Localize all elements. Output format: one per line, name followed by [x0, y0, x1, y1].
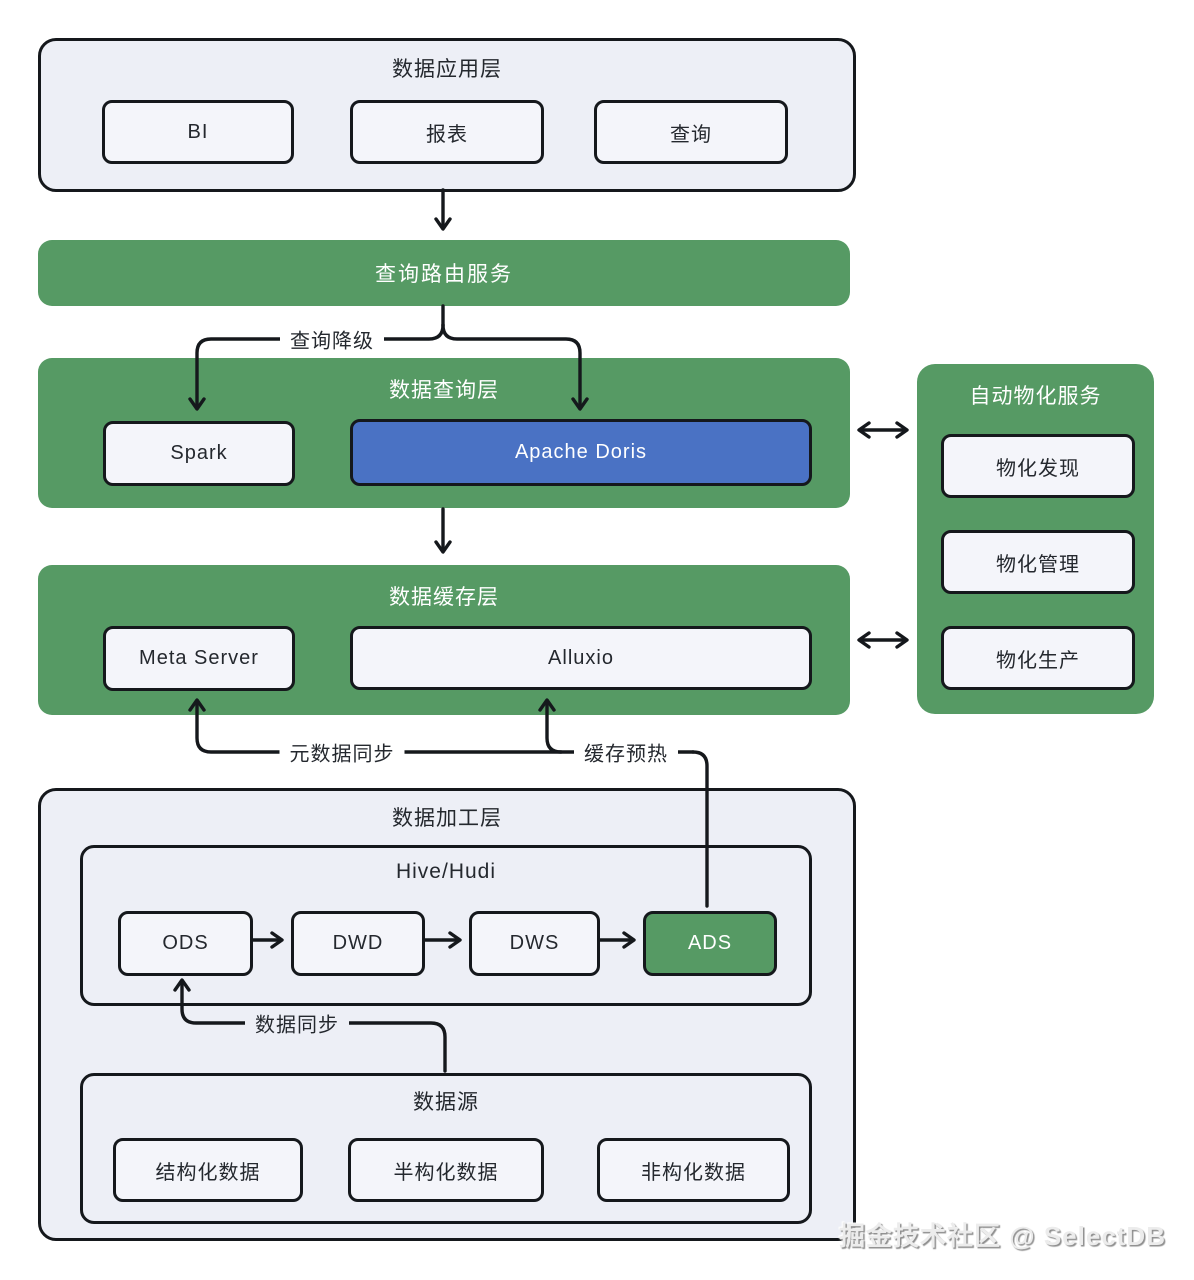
cache-layer-title: 数据缓存层	[389, 586, 499, 609]
processing-layer-title: 数据加工层	[392, 807, 502, 830]
alluxio-box: Alluxio	[350, 626, 812, 690]
processing-layer-panel: 数据加工层 Hive/Hudi ODS DWD DWS ADS 数据源 结构化数…	[38, 788, 856, 1241]
query-layer-title: 数据查询层	[389, 379, 499, 402]
dwd-box: DWD	[291, 911, 425, 976]
app-layer-panel: 数据应用层 BI 报表 查询	[38, 38, 856, 192]
report-box: 报表	[350, 100, 544, 164]
meta-server-box: Meta Server	[103, 626, 295, 691]
label-metadata-sync: 元数据同步	[279, 735, 405, 769]
materialization-panel-title: 自动物化服务	[969, 385, 1102, 408]
label-cache-preheat: 缓存预热	[574, 735, 678, 769]
cache-layer-panel: 数据缓存层 Meta Server Alluxio	[38, 565, 850, 715]
mat-production-box: 物化生产	[941, 626, 1135, 690]
watermark-text: 掘金技术社区 @ SelectDB	[839, 1221, 1166, 1251]
query-box: 查询	[594, 100, 788, 164]
ads-box: ADS	[643, 911, 777, 976]
hive-hudi-title: Hive/Hudi	[395, 860, 497, 883]
label-query-downgrade: 查询降级	[280, 322, 384, 356]
app-layer-title: 数据应用层	[392, 58, 502, 81]
bi-box: BI	[102, 100, 294, 164]
apache-doris-box: Apache Doris	[350, 419, 812, 486]
routing-service-bar: 查询路由服务	[38, 240, 850, 306]
datasource-title: 数据源	[413, 1091, 479, 1114]
structured-data-box: 结构化数据	[113, 1138, 303, 1202]
dws-box: DWS	[469, 911, 600, 976]
datasource-panel: 数据源 结构化数据 半构化数据 非构化数据	[80, 1073, 812, 1224]
mat-management-box: 物化管理	[941, 530, 1135, 594]
ods-box: ODS	[118, 911, 253, 976]
hive-hudi-panel: Hive/Hudi ODS DWD DWS ADS	[80, 845, 812, 1006]
spark-box: Spark	[103, 421, 295, 486]
materialization-panel: 自动物化服务 物化发现 物化管理 物化生产	[917, 364, 1154, 714]
mat-discovery-box: 物化发现	[941, 434, 1135, 498]
query-layer-panel: 数据查询层 Spark Apache Doris	[38, 358, 850, 508]
label-data-sync: 数据同步	[245, 1006, 349, 1040]
unstructured-data-box: 非构化数据	[597, 1138, 790, 1202]
semistructured-data-box: 半构化数据	[348, 1138, 544, 1202]
